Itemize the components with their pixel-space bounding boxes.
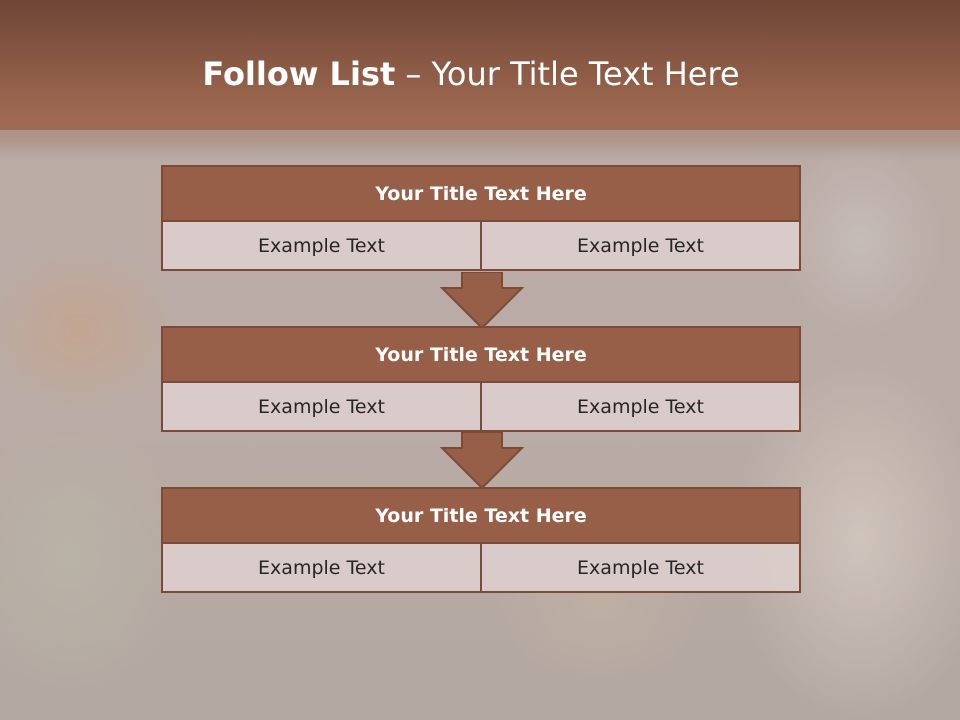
title-rest: – Your Title Text Here — [395, 55, 740, 93]
block-cell-right: Example Text — [480, 383, 799, 430]
block-row: Example Text Example Text — [161, 383, 801, 432]
block-title: Your Title Text Here — [161, 326, 801, 383]
slide-title: Follow List – Your Title Text Here — [0, 55, 942, 93]
block-cell-left: Example Text — [163, 222, 480, 269]
header-band — [0, 0, 960, 150]
down-arrow-icon — [440, 272, 524, 330]
block-cell-left: Example Text — [163, 383, 480, 430]
block-cell-right: Example Text — [480, 222, 799, 269]
block-title: Your Title Text Here — [161, 487, 801, 544]
down-arrow-icon — [440, 432, 524, 490]
title-bold: Follow List — [202, 55, 396, 93]
list-block-3: Your Title Text Here Example Text Exampl… — [161, 487, 801, 593]
block-cell-left: Example Text — [163, 544, 480, 591]
list-block-2: Your Title Text Here Example Text Exampl… — [161, 326, 801, 432]
block-title: Your Title Text Here — [161, 165, 801, 222]
block-row: Example Text Example Text — [161, 222, 801, 271]
block-cell-right: Example Text — [480, 544, 799, 591]
list-block-1: Your Title Text Here Example Text Exampl… — [161, 165, 801, 271]
block-row: Example Text Example Text — [161, 544, 801, 593]
